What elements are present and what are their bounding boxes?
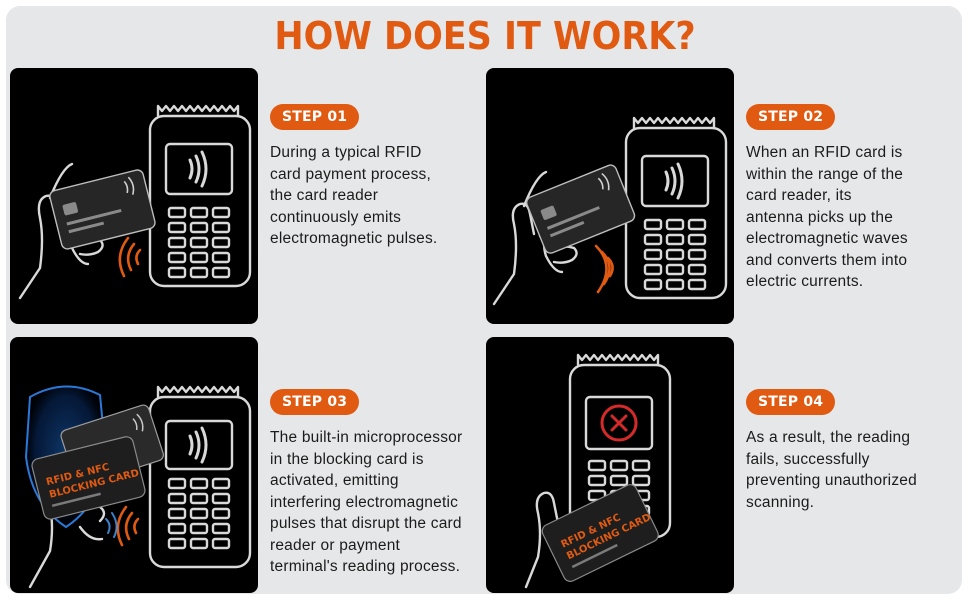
- keypad-icon: [643, 218, 707, 291]
- step-description: When an RFID card is within the range of…: [746, 144, 908, 290]
- step-01-illustration: [10, 68, 258, 324]
- receipt-paper-icon: [156, 385, 240, 399]
- contactless-icon: [188, 426, 208, 464]
- step-description: The built-in microprocessor in the block…: [270, 429, 463, 575]
- step-03-illustration: RFID & NFC BLOCKING CARD: [10, 337, 258, 593]
- step-badge: STEP 02: [746, 104, 836, 130]
- receipt-paper-icon: [632, 116, 716, 130]
- contactless-icon: [188, 150, 208, 188]
- terminal-error-scene: RFID & NFC BLOCKING CARD: [524, 353, 672, 589]
- step-description: As a result, the reading fails, successf…: [746, 429, 917, 511]
- payment-terminal-icon: [148, 395, 252, 569]
- rfid-card-icon: [525, 164, 636, 254]
- step-04-illustration: RFID & NFC BLOCKING CARD: [486, 337, 734, 593]
- keypad-icon: [167, 477, 231, 550]
- error-x-icon: [600, 404, 638, 442]
- step-badge: STEP 03: [270, 389, 360, 415]
- contactless-icon: [664, 162, 684, 200]
- step-02-illustration: [486, 68, 734, 324]
- signal-waves-icon: [116, 505, 140, 547]
- step-03: STEP 03 The built-in microprocessor in t…: [270, 389, 475, 578]
- signal-waves-icon: [594, 244, 614, 294]
- page-title: HOW DOES IT WORK?: [274, 14, 696, 58]
- terminal-blocking-scene: RFID & NFC BLOCKING CARD: [24, 385, 252, 589]
- terminal-card-scene: [492, 116, 728, 306]
- step-02: STEP 02 When an RFID card is within the …: [746, 104, 956, 293]
- blocking-card-icon: RFID & NFC BLOCKING CARD: [31, 436, 146, 520]
- step-badge: STEP 01: [270, 104, 360, 130]
- step-badge: STEP 04: [746, 389, 836, 415]
- receipt-paper-icon: [156, 104, 240, 118]
- blocking-card-icon: RFID & NFC BLOCKING CARD: [541, 484, 659, 582]
- rfid-card-icon: [49, 169, 156, 250]
- keypad-icon: [167, 206, 231, 279]
- step-04: STEP 04 As a result, the reading fails, …: [746, 389, 956, 513]
- payment-terminal-icon: [624, 126, 728, 300]
- terminal-card-scene: [18, 104, 252, 300]
- receipt-paper-icon: [576, 353, 660, 367]
- step-description: During a typical RFID card payment proce…: [270, 144, 438, 247]
- payment-terminal-icon: [148, 114, 252, 288]
- signal-waves-icon: [118, 236, 142, 278]
- step-01: STEP 01 During a typical RFID card payme…: [270, 104, 470, 250]
